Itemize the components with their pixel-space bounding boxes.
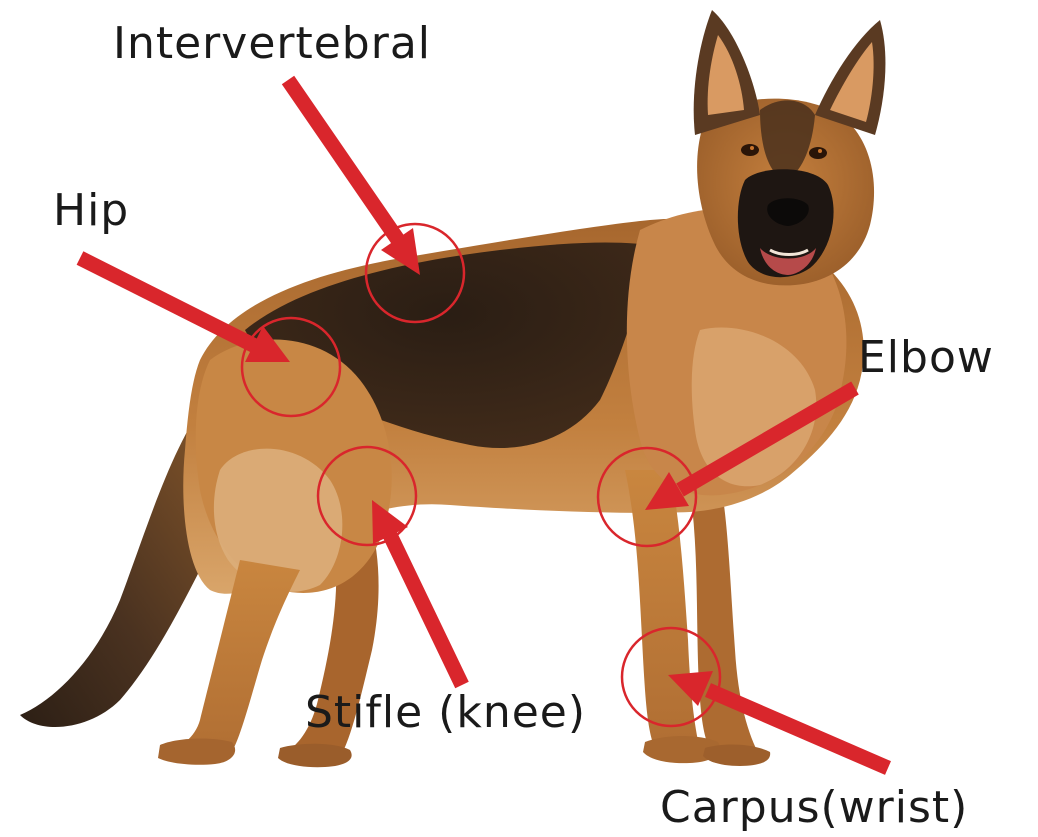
intervertebral-arrow bbox=[288, 80, 420, 275]
dog-front-paw-far bbox=[703, 745, 770, 766]
label-carpus: Carpus(wrist) bbox=[660, 782, 968, 833]
dog-hind-paw-far bbox=[278, 744, 352, 767]
stifle-arrow bbox=[372, 500, 462, 685]
label-intervertebral: Intervertebral bbox=[113, 18, 431, 69]
label-elbow: Elbow bbox=[858, 332, 994, 383]
label-stifle: Stifle (knee) bbox=[305, 687, 586, 738]
dog-hind-paw-near bbox=[158, 738, 235, 764]
label-hip: Hip bbox=[53, 185, 129, 236]
dog-eye-right bbox=[809, 147, 827, 159]
dog-eye-left bbox=[741, 144, 759, 156]
